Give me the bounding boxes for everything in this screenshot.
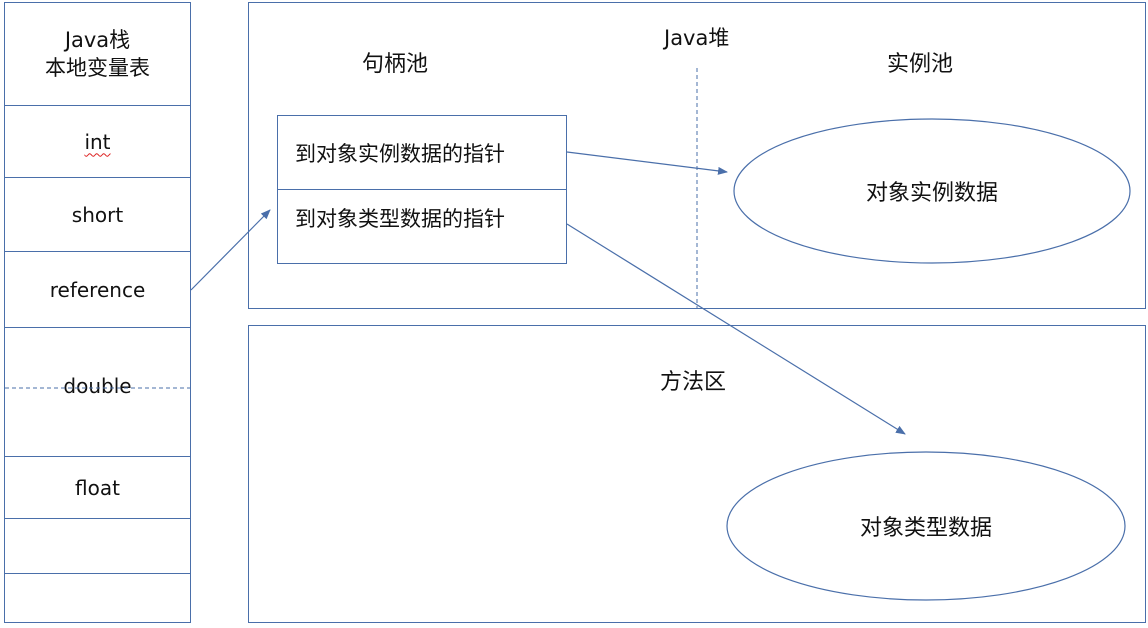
handle-row-label: 到对象类型数据的指针: [295, 207, 505, 231]
handle-row-type-pointer: 到对象类型数据的指针: [278, 190, 566, 264]
handle-row-label: 到对象实例数据的指针: [295, 142, 505, 166]
stack-slot-double: double: [5, 328, 190, 457]
stack-slot-label: short: [71, 202, 124, 227]
stack-slot-empty: [5, 519, 190, 574]
stack-slot-reference: reference: [5, 252, 190, 328]
stack-header-subtitle: 本地变量表: [45, 56, 150, 80]
stack-slot-label: int: [84, 129, 111, 154]
stack-slot-float: float: [5, 457, 190, 519]
instance-data-label: 对象实例数据: [865, 181, 998, 206]
handle-box: 到对象实例数据的指针 到对象类型数据的指针: [277, 115, 567, 264]
stack-slot-label: double: [63, 374, 132, 398]
stack-header: Java栈 本地变量表: [5, 3, 190, 106]
handle-row-instance-pointer: 到对象实例数据的指针: [278, 116, 566, 190]
instance-pool-label: 实例池: [887, 52, 954, 77]
stack-slot-label: reference: [49, 277, 146, 302]
type-data-label: 对象类型数据: [859, 516, 992, 541]
handle-pool-label: 句柄池: [362, 52, 429, 77]
stack-slot-empty: [5, 574, 190, 624]
stack-slot-int: int: [5, 106, 190, 178]
stack-slot-short: short: [5, 178, 190, 252]
java-heap-label: Java堆: [664, 26, 730, 50]
java-stack-table: Java栈 本地变量表 int short reference double f…: [4, 2, 191, 623]
stack-slot-label: float: [75, 475, 120, 500]
method-area-label: 方法区: [660, 370, 727, 395]
stack-header-title: Java栈: [64, 28, 131, 52]
